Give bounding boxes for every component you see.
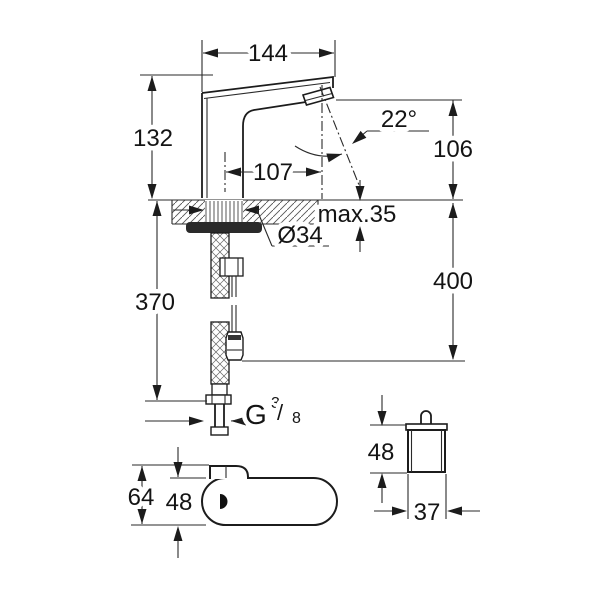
- dim-unit-total-height: 64: [123, 464, 209, 526]
- fixing-washer: [186, 222, 262, 233]
- dim-hole-diameter: Ø34: [173, 205, 329, 254]
- dim-unit-depth: 37: [374, 474, 480, 531]
- dim-37-label: 37: [414, 499, 441, 526]
- thread-slash: /: [277, 400, 284, 425]
- dim-48-front-label: 48: [166, 489, 193, 516]
- spray-angle-geometry: [224, 85, 360, 199]
- dim-plug-length: 400: [242, 203, 478, 362]
- control-unit-body: [201, 477, 338, 526]
- hex-nut: [205, 394, 232, 405]
- deck-hatch-left: [172, 200, 205, 224]
- indicator-dot: [220, 494, 228, 509]
- dim-unit-height-side: 48: [363, 395, 407, 503]
- control-unit-side-view: [405, 410, 448, 473]
- faucet-body-fill: [202, 77, 333, 198]
- cable-fitting: [219, 257, 244, 277]
- dim-unit-height-front: 48: [161, 447, 206, 558]
- dim-106-label: 106: [433, 136, 473, 163]
- hose-collar: [211, 383, 228, 396]
- thread-g-label: G: [245, 399, 267, 430]
- aerator-inner-line: [305, 92, 333, 102]
- thread-end-fitting: [210, 426, 229, 436]
- control-unit-tab: [209, 465, 249, 479]
- unit-side-body: [407, 429, 446, 473]
- shank-threads: [205, 201, 243, 222]
- dim-spout-projection: 144: [201, 36, 336, 92]
- dim-132-label: 132: [133, 125, 173, 152]
- max35-label: max.35: [318, 201, 397, 228]
- dim-hose-length: 370: [130, 201, 207, 402]
- faucet-underside-edge: [242, 101, 307, 198]
- thread-denominator: 8: [292, 410, 301, 427]
- dim-107-label: 107: [253, 159, 293, 186]
- dim-64-label: 64: [128, 484, 155, 511]
- dia-34-label: Ø34: [277, 222, 322, 249]
- unit-top-nub: [420, 410, 432, 425]
- dim-sensor-distance: 107: [226, 155, 321, 191]
- dim-outlet-height: 106: [336, 99, 478, 199]
- supply-hose: [205, 232, 244, 436]
- faucet-top-edge: [201, 75, 334, 94]
- angle-22-label: 22°: [381, 106, 417, 133]
- dim-spout-height: 132: [128, 74, 213, 199]
- leader-line: [256, 209, 273, 247]
- dim-370-label: 370: [135, 289, 175, 316]
- dim-spray-angle: 22°: [349, 102, 429, 148]
- cable-plug-ridge: [228, 335, 241, 340]
- control-unit-front-view: [201, 465, 338, 526]
- dim-144-label: 144: [248, 40, 288, 67]
- dim-48-side-label: 48: [368, 439, 395, 466]
- shank-body: [205, 200, 243, 222]
- leader-line: [230, 418, 247, 422]
- faucet-top-inner-edge: [203, 81, 331, 100]
- mounting-shank: [186, 200, 262, 233]
- dim-deck-thickness: max.35: [313, 180, 401, 252]
- faucet-spout: [201, 75, 335, 198]
- dim-400-label: 400: [433, 268, 473, 295]
